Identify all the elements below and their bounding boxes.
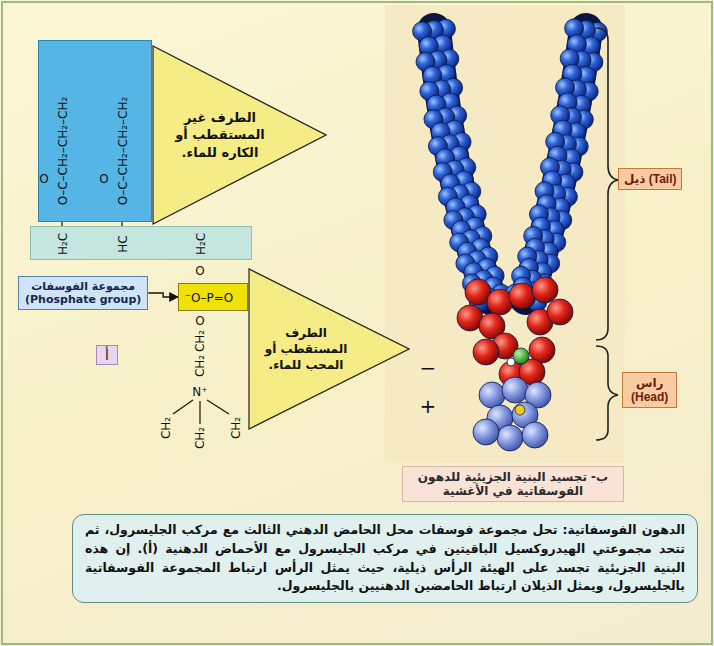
caption-box: الدهون الفوسفاتية: تحل مجموعة فوسفات محل… [72, 514, 698, 603]
node-text: الطرف غير المستقطب أو الكاره للماء. [164, 109, 276, 162]
node-text: H₂C [56, 233, 70, 255]
node-text: مجموعة الفوسفات [25, 280, 141, 293]
tail-label-box: ذيل (Tail) [618, 168, 682, 190]
charge-sign: + [420, 395, 437, 417]
atom-sphere [473, 339, 499, 365]
glycerol-band: H₂C HC H₂C [30, 226, 252, 260]
node-text: O–C–CH₂–CH₂–CH₂ [56, 97, 70, 205]
node-text: (Head) [631, 390, 668, 404]
figure-subcaption-box: ب- تجسيد البنية الجزيئية للدهون الفوسفات… [402, 466, 624, 502]
triangle-text-area: الطرف المستقطب أو المحب للماء. [256, 325, 356, 374]
tail-bracket [596, 28, 618, 340]
callout-triangle: الطرف غير المستقطب أو الكاره للماء. [152, 45, 327, 225]
atom-sphere [473, 419, 499, 445]
atom-label: O [195, 314, 204, 328]
atom-sphere [507, 358, 515, 366]
charge-sign: − [420, 357, 437, 379]
callout-triangle: الطرف المستقطب أو المحب للماء. [248, 268, 410, 430]
atom-sphere [509, 283, 535, 309]
figure-letter-box: أ [96, 345, 118, 365]
node-text: الطرف المستقطب أو المحب للماء. [256, 325, 356, 374]
phosphate-label-box: مجموعة الفوسفات(Phosphate group) [18, 276, 148, 310]
atom-label: CH₂ [193, 355, 207, 377]
atom-sphere [515, 405, 525, 415]
node-text: ⁻O–P=O [185, 291, 234, 305]
pointer-arrow [148, 293, 178, 297]
caption-text: الدهون الفوسفاتية: تحل مجموعة فوسفات محل… [85, 521, 685, 596]
triangle-outline [249, 269, 409, 429]
atom-sphere [479, 382, 505, 408]
node-text: ذيل (Tail) [624, 172, 676, 186]
node-text: (Phosphate group) [25, 293, 141, 306]
atom-label: CH₂ [229, 417, 243, 439]
atom-sphere [532, 277, 558, 303]
atom-sphere [497, 425, 523, 451]
atom-sphere [502, 377, 528, 403]
atom-label: CH₂ [193, 330, 207, 352]
triangle-text-area: الطرف غير المستقطب أو الكاره للماء. [164, 109, 276, 162]
node-text: O–C–CH₂–CH₂–CH₂ [116, 97, 130, 205]
model-panel [385, 5, 625, 462]
node-text: H₂C [194, 233, 208, 255]
node-text: ب- تجسيد البنية الجزيئية للدهون الفوسفات… [411, 470, 615, 498]
head-bracket [596, 346, 618, 440]
atom-sphere [513, 348, 529, 364]
atom-label: CH₂ [159, 417, 173, 439]
node-text: أ [105, 347, 109, 363]
atom-label: N⁺ [192, 385, 207, 399]
atom-label: O [39, 172, 48, 186]
atom-sphere [522, 422, 548, 448]
space-filling-model [413, 19, 608, 451]
phosphate-group-box: ⁻O–P=O [178, 283, 248, 311]
atom-label: O [195, 264, 204, 278]
fatty-acid-box: O–C–CH₂–CH₂–CH₂ O–C–CH₂–CH₂–CH₂ [38, 40, 152, 222]
atom-sphere [547, 299, 573, 325]
atom-label: CH₂ [193, 427, 207, 449]
head-label-box: راس(Head) [622, 372, 677, 408]
triangle-outline [153, 46, 326, 224]
atom-label: O [99, 172, 108, 186]
node-text: HC [116, 235, 130, 252]
tail-core [434, 30, 490, 298]
node-text: راس [631, 376, 668, 390]
